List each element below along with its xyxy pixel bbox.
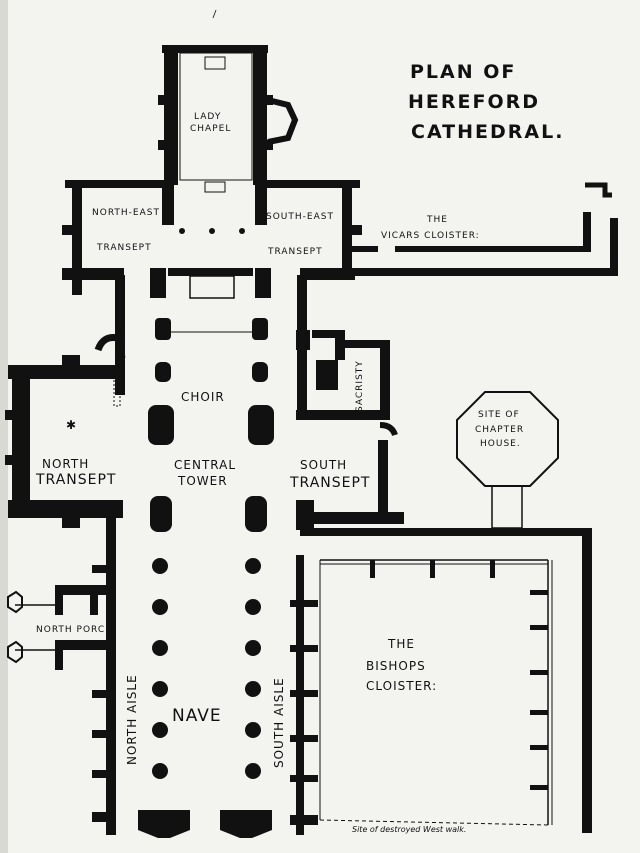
label-south: SOUTH <box>300 458 347 472</box>
east-transept-walls <box>62 180 362 295</box>
label-transept-s: TRANSEPT <box>289 475 371 491</box>
label-site-of: SITE OF <box>478 410 520 420</box>
chapter-house-outline <box>456 391 559 487</box>
label-transept-n: TRANSEPT <box>35 472 117 488</box>
sacristy-walls <box>296 330 398 437</box>
label-vicars-cloister: VICARS CLOISTER: <box>381 231 480 241</box>
label-west-walk: Site of destroyed West walk. <box>352 825 466 834</box>
label-north-porch: NORTH PORCH <box>36 625 113 635</box>
label-bishops-the: THE <box>387 637 415 651</box>
label-nave: NAVE <box>172 706 222 726</box>
south-aisle-wall <box>290 555 318 835</box>
label-cloister: CLOISTER: <box>366 679 437 693</box>
page-margin <box>0 0 8 853</box>
label-house: HOUSE. <box>480 439 521 449</box>
label-chapter: CHAPTER <box>475 425 524 435</box>
label-north: NORTH <box>42 457 89 471</box>
choir-walls <box>115 268 307 445</box>
svg-text:✱: ✱ <box>66 418 76 432</box>
label-vicars-the: THE <box>426 215 448 225</box>
label-chapel: CHAPEL <box>190 124 231 134</box>
label-bishops: BISHOPS <box>366 659 426 673</box>
title-line-2: HEREFORD <box>408 91 540 113</box>
vicars-cloister-walls <box>350 182 618 276</box>
nave-piers <box>138 496 272 838</box>
label-transept-se: TRANSEPT <box>267 247 323 257</box>
label-choir: CHOIR <box>181 390 225 404</box>
label-tower: TOWER <box>177 474 228 488</box>
north-transept-walls: ✱ <box>5 334 126 528</box>
south-transept-walls <box>296 440 404 530</box>
title-line-3: CATHEDRAL. <box>411 121 564 143</box>
title-line-1: PLAN OF <box>410 61 516 83</box>
chapter-house-vestibule <box>491 485 523 529</box>
label-south-east: SOUTH-EAST <box>266 212 334 222</box>
label-north-east: NORTH-EAST <box>92 208 160 218</box>
label-lady: LADY <box>194 112 221 122</box>
stray-mark <box>212 9 217 19</box>
north-aisle-wall <box>7 515 116 835</box>
label-transept-ne: TRANSEPT <box>96 243 152 253</box>
lady-chapel-walls <box>158 45 299 193</box>
label-central: CENTRAL <box>174 458 236 472</box>
label-south-aisle: SOUTH AISLE <box>272 677 286 768</box>
label-sacristy: SACRISTY <box>355 360 365 412</box>
label-north-aisle: NORTH AISLE <box>125 674 139 765</box>
bishops-cloister-walls <box>300 528 592 833</box>
